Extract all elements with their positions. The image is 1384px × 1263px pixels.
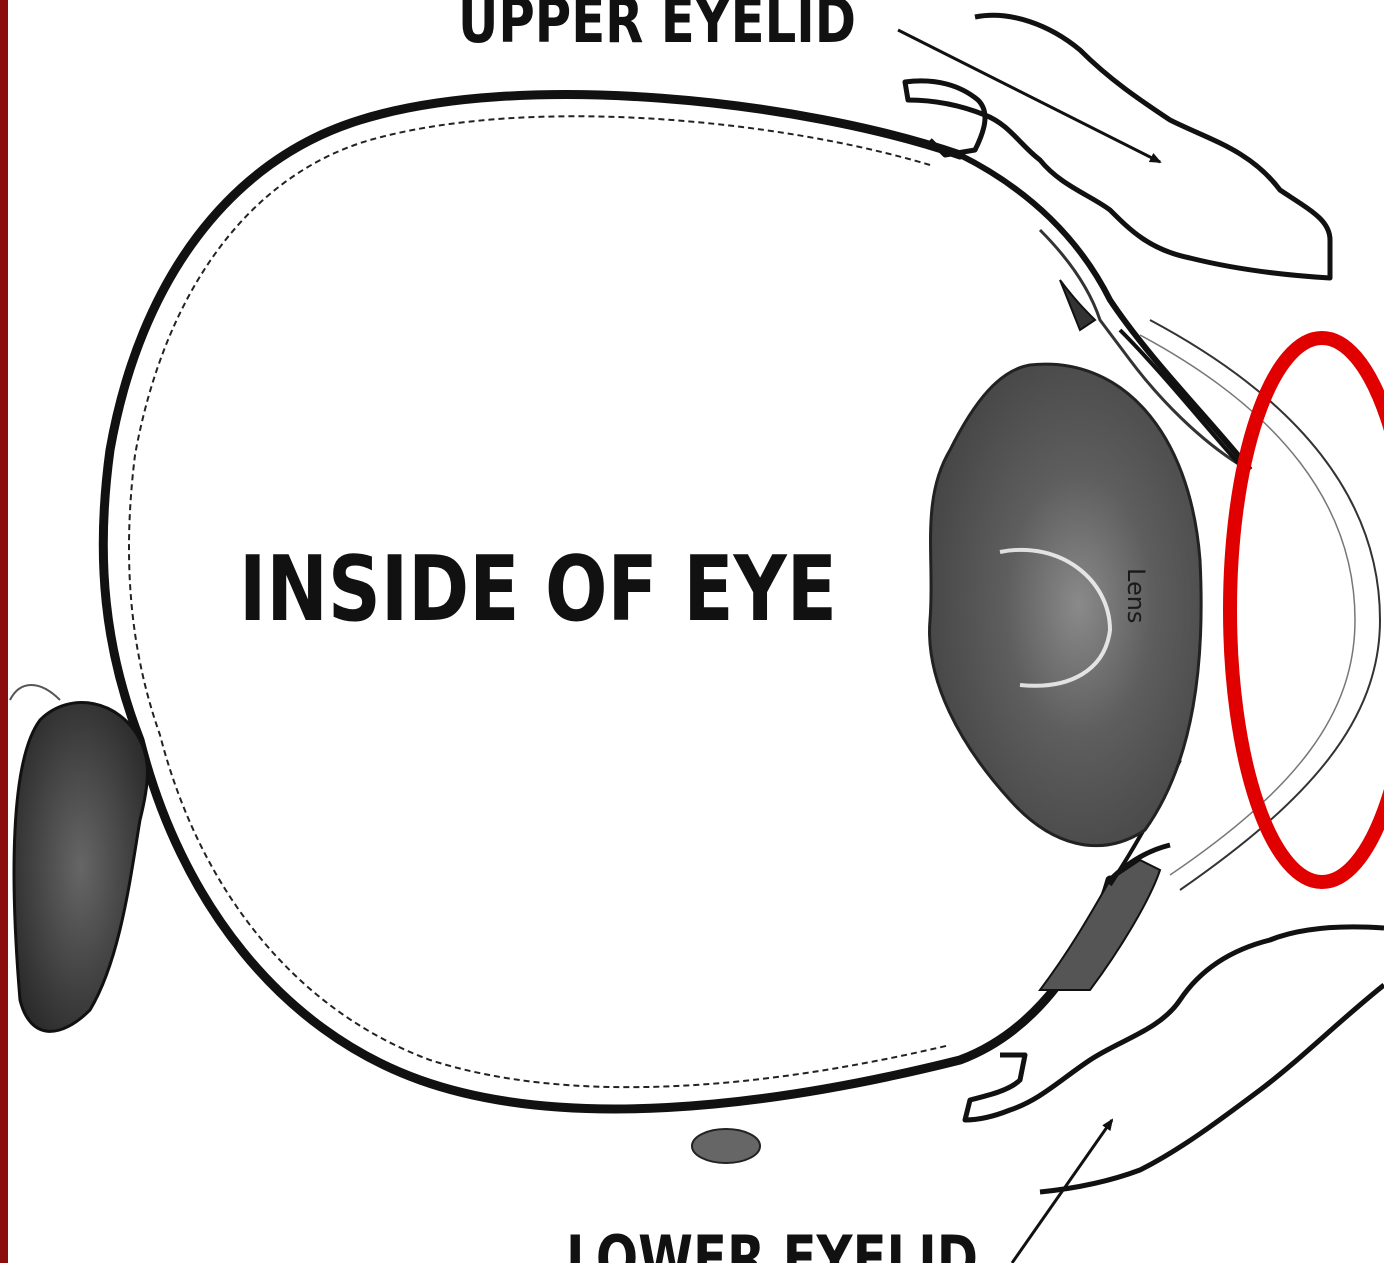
lens	[930, 364, 1202, 845]
lens-label-group: Lens	[1122, 568, 1150, 623]
upper-eyelid-label: UPPER EYELID	[458, 0, 856, 57]
lower-eyelid-label: LOWER EYELID	[566, 1222, 978, 1263]
lower-eyelid-outer-edge	[1040, 985, 1384, 1192]
inside-of-eye-label: INSIDE OF EYE	[239, 537, 837, 642]
lower-eyelid-arrow	[1012, 1120, 1112, 1263]
lens-label: Lens	[1122, 568, 1150, 623]
upper-ciliary-detail	[1060, 280, 1095, 330]
bottom-tissue-blob	[692, 1129, 760, 1163]
lower-ciliary-body	[1040, 860, 1160, 990]
optic-nerve	[14, 703, 147, 1032]
cornea-highlight-ring	[1230, 338, 1384, 882]
upper-eyelid-arrow	[898, 30, 1160, 162]
optic-nerve-sheath	[10, 685, 60, 700]
upper-eyelid-outline	[905, 15, 1330, 278]
